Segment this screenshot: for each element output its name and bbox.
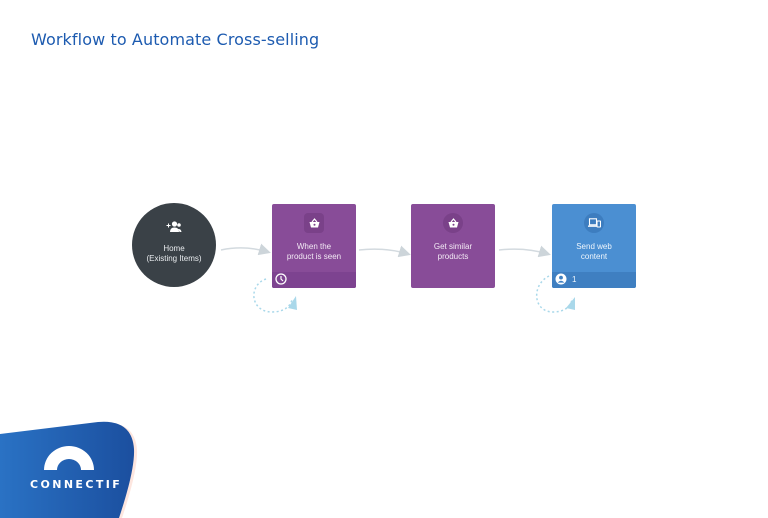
loop-send-web bbox=[535, 275, 573, 313]
node-label: products bbox=[437, 252, 469, 261]
node-label: product is seen bbox=[286, 252, 342, 261]
edge-home-to-product-seen bbox=[220, 243, 271, 256]
users-plus-icon bbox=[166, 220, 182, 236]
user-icon bbox=[555, 273, 567, 288]
loop-arrow-send-web bbox=[566, 297, 575, 310]
brand-badge bbox=[0, 421, 138, 518]
node-product-seen[interactable]: When the product is seen bbox=[272, 204, 356, 288]
devices-icon bbox=[584, 213, 604, 233]
page-title: Workflow to Automate Cross-selling bbox=[31, 30, 320, 49]
basket-icon bbox=[443, 213, 463, 233]
connectif-logo-icon bbox=[44, 446, 94, 470]
basket-icon bbox=[304, 213, 324, 233]
node-label: (Existing Items) bbox=[146, 253, 202, 263]
node-label: Get similar bbox=[433, 242, 473, 251]
edge-product-seen-to-similar bbox=[358, 245, 411, 258]
node-label: When the bbox=[296, 242, 332, 251]
brand-name: CONNECTIF bbox=[30, 478, 123, 491]
node-label: Home bbox=[163, 243, 185, 253]
node-label: Send web bbox=[576, 242, 612, 251]
node-footer bbox=[272, 272, 356, 288]
clock-icon bbox=[275, 272, 287, 288]
node-label: content bbox=[580, 252, 608, 261]
contact-count: 1 bbox=[572, 275, 577, 284]
loop-arrow-product-seen bbox=[288, 296, 297, 310]
loop-product-seen bbox=[253, 278, 293, 313]
edge-similar-to-send-web bbox=[498, 245, 551, 258]
node-similar-products[interactable]: Get similar products bbox=[411, 204, 495, 288]
node-send-web-content[interactable]: Send web content 1 bbox=[552, 204, 636, 288]
node-footer: 1 bbox=[552, 272, 636, 288]
node-home[interactable]: Home (Existing Items) bbox=[132, 203, 216, 287]
